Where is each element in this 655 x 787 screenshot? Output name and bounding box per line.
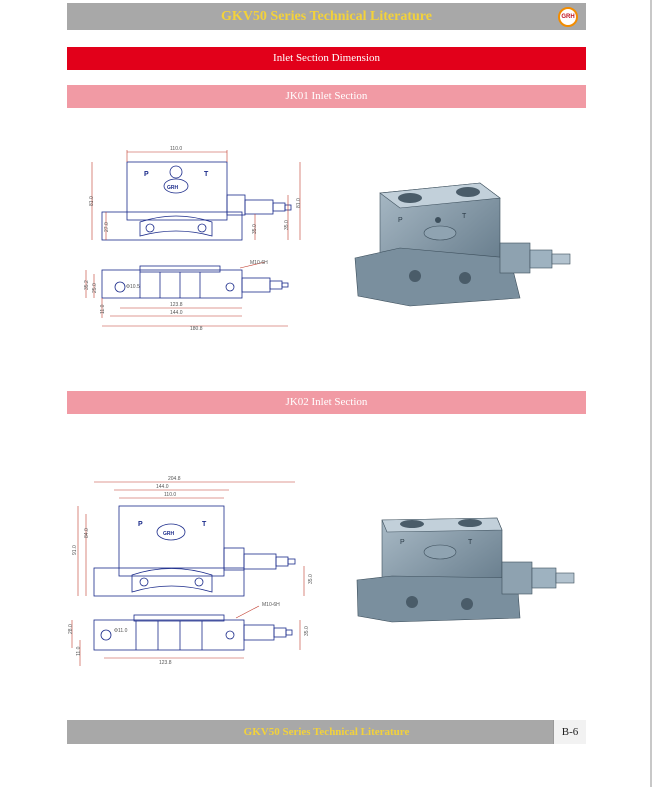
jk01-bot-w2: 144.0 [170,310,183,316]
jk02-port-p: P [138,521,143,528]
jk02-render-p: P [400,539,405,546]
jk01-left-low: 27.0 [104,222,110,232]
jk02-render-t: T [468,539,473,546]
jk01-thread: M10-6H [250,260,268,266]
jk01-right-mid: 35.0 [284,220,290,230]
jk01-heading: JK01 Inlet Section [67,85,586,108]
footer-title: GKV50 Series Technical Literature [243,726,410,738]
logo-text: GRH [561,14,575,20]
jk01-right-low: 35.0 [252,224,258,234]
jk02-bot-h2: 11.0 [76,646,82,656]
jk02-bot-h1: 35.0 [304,626,310,636]
jk01-body-logo: GRH [167,185,179,191]
jk02-bot-h3: 28.0 [68,624,74,634]
page-number: B-6 [553,720,586,744]
jk01-port-t: T [204,171,209,178]
jk01-front-width: 110.0 [170,146,182,152]
section-title: Inlet Section Dimension [67,47,586,70]
jk01-bot-h3: 11.0 [100,304,106,314]
jk01-bore: Φ10.5 [126,284,140,290]
jk01-bot-h2: 25.0 [92,283,98,293]
grh-logo-icon: GRH [558,7,578,27]
jk01-bot-w3: 180.8 [190,326,203,332]
jk02-top-w3: 110.0 [164,492,176,498]
jk01-bot-h1: 35.2 [84,280,90,290]
jk01-right-height: 81.0 [296,198,302,208]
jk02-dimension-drawing: 204.8 144.0 110.0 91.0 84.0 35.0 M10-6H … [68,476,314,666]
jk01-render-t: T [462,213,467,220]
jk02-port-t: T [202,521,207,528]
jk02-left-h1: 91.0 [72,545,78,555]
jk02-thread: M10-6H [262,602,280,608]
header-banner: GKV50 Series Technical Literature GRH [67,3,586,30]
jk01-valve-render: P T [354,182,571,307]
jk02-heading: JK02 Inlet Section [67,391,586,414]
jk02-top-w1: 204.8 [168,476,181,482]
jk01-bot-w1: 123.8 [170,302,183,308]
jk02-left-h2: 84.0 [84,528,90,538]
jk02-bot-w: 123.8 [159,660,172,666]
jk01-left-height: 81.0 [89,196,95,206]
jk02-body-logo: GRH [163,531,175,537]
jk01-dimension-drawing: 110.0 81.0 27.0 81.0 35.0 35.0 M10-6H Φ1… [84,146,302,332]
header-title: GKV50 Series Technical Literature [221,9,432,24]
footer-banner: GKV50 Series Technical Literature B-6 [67,720,586,744]
jk02-top-w2: 144.0 [156,484,169,490]
jk02-valve-render: P T [356,517,575,623]
jk02-bore: Φ11.0 [114,628,128,634]
jk01-port-p: P [144,171,149,178]
jk01-render-p: P [398,217,403,224]
jk02-right-h: 35.0 [308,574,314,584]
